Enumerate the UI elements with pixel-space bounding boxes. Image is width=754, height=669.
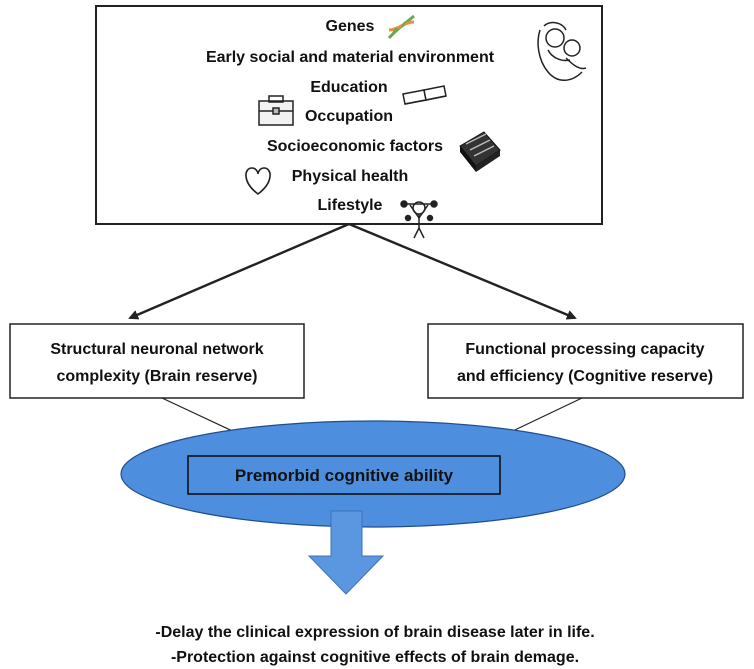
factors-box — [95, 5, 603, 225]
factor-lifestyle: Lifestyle — [318, 197, 383, 214]
outcome-delay: -Delay the clinical expression of brain … — [155, 624, 594, 641]
brain-reserve-box — [9, 323, 305, 399]
cognitive-reserve-line1: Functional processing capacity — [465, 341, 704, 358]
brain-reserve-line2: complexity (Brain reserve) — [57, 368, 258, 385]
factor-occupation: Occupation — [305, 108, 393, 125]
heart-icon — [245, 167, 271, 196]
family-icon — [537, 21, 587, 81]
premorbid-ellipse — [120, 420, 626, 528]
down-arrow — [307, 510, 385, 595]
factor-physical-health: Physical health — [292, 168, 409, 185]
factor-education: Education — [310, 79, 387, 96]
factor-genes: Genes — [326, 18, 375, 35]
outcome-protection: -Protection against cognitive effects of… — [171, 649, 579, 666]
brain-reserve-line1: Structural neuronal network — [50, 341, 263, 358]
book-icon — [402, 85, 447, 105]
arrow-to-cognitive-reserve — [348, 222, 577, 320]
factor-early-environment: Early social and material environment — [206, 49, 495, 66]
money-stack-icon — [459, 131, 501, 172]
arrow-to-brain-reserve — [128, 222, 350, 320]
premorbid-box — [187, 455, 501, 495]
cognitive-reserve-box — [427, 323, 744, 399]
cognitive-reserve-line2: and efficiency (Cognitive reserve) — [457, 368, 713, 385]
premorbid-label: Premorbid cognitive ability — [235, 466, 454, 485]
exercise-figure-icon — [400, 200, 438, 239]
briefcase-icon — [258, 95, 294, 126]
dna-icon — [387, 14, 415, 39]
factor-socioeconomic: Socioeconomic factors — [267, 138, 443, 155]
